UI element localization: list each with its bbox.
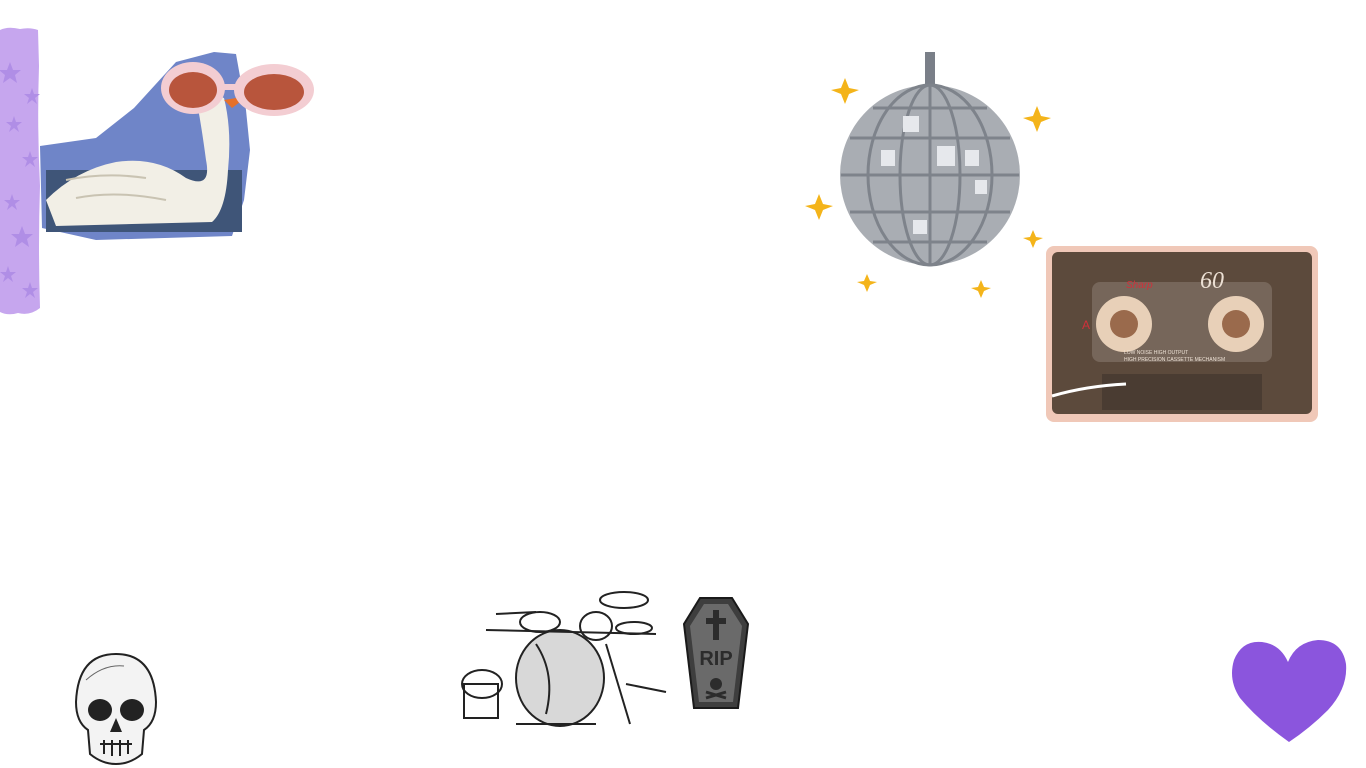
- swan-with-sunglasses-icon: [36, 50, 318, 240]
- cassette-length: 60: [1200, 268, 1224, 294]
- skull-icon: [74, 650, 158, 766]
- coffin-icon: RIP: [682, 596, 750, 710]
- star-tape-icon: [0, 26, 42, 316]
- cassette-side: A: [1082, 318, 1091, 332]
- cassette-tape-icon: Sharp 60 A LOW NOISE HIGH OUTPUT HIGH PR…: [1046, 246, 1318, 422]
- cassette-line1: LOW NOISE HIGH OUTPUT: [1124, 350, 1189, 356]
- drum-kit-icon: [456, 574, 672, 736]
- heart-icon: [1228, 636, 1350, 746]
- disco-ball-icon: [805, 50, 1055, 300]
- coffin-label: RIP: [699, 648, 733, 670]
- cassette-brand: Sharp: [1126, 280, 1153, 291]
- cassette-line2: HIGH PRECISION CASSETTE MECHANISM: [1124, 357, 1226, 363]
